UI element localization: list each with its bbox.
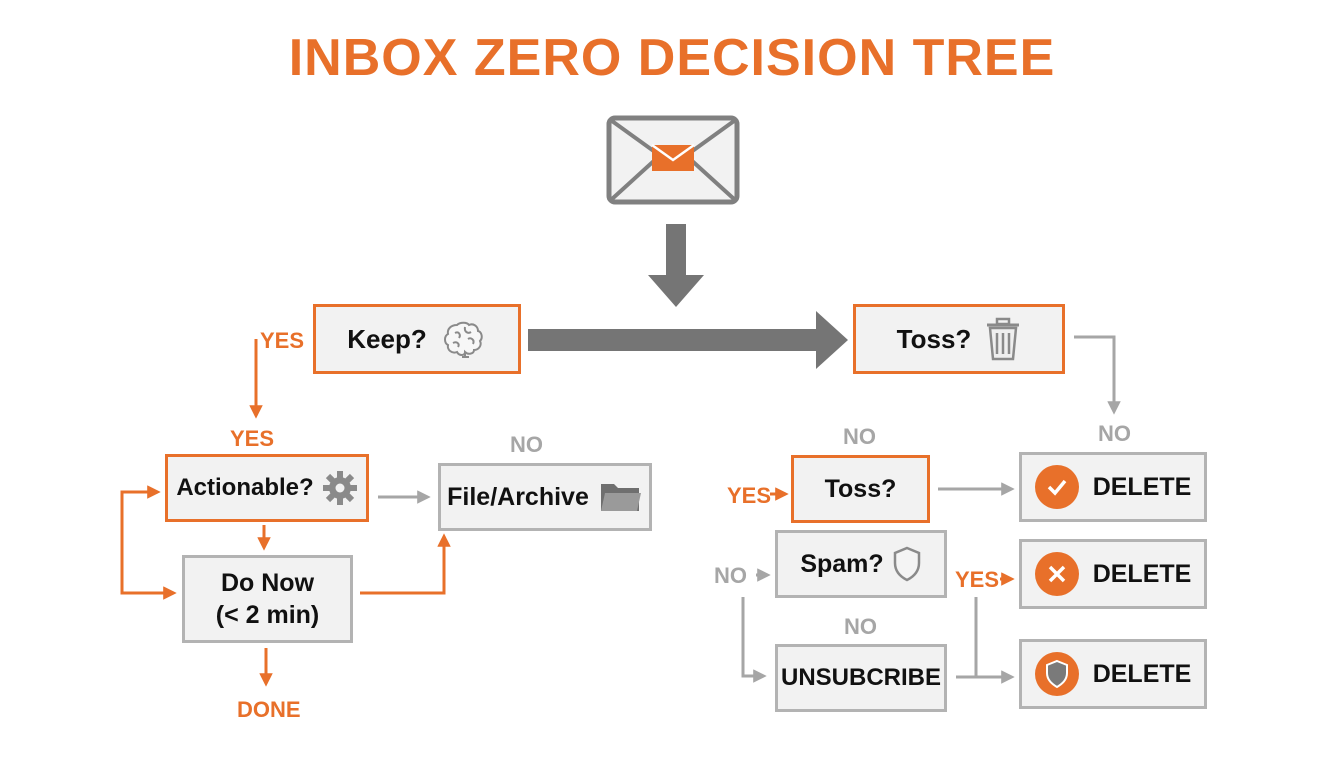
check-icon [1034,465,1079,509]
spam-no-left-label: NO [714,563,747,588]
do-now-node: Do Now (< 2 min) [182,555,353,643]
spam-node: Spam? [775,530,947,598]
toss-top-node: Toss? [853,304,1065,374]
envelope-icon [606,115,740,205]
actionable-yes-label: YES [230,426,275,451]
delete-node-2: DELETE [1019,539,1207,609]
file-archive-node-label: File/Archive [447,482,589,511]
x-icon [1034,552,1079,596]
toss-mid-node: Toss? [791,455,930,523]
main-right-arrow [528,311,848,369]
spam-node-label: Spam? [800,549,884,578]
keep-node-label: Keep? [347,323,427,354]
toss-top-node-label: Toss? [896,323,972,354]
do-now-line1: Do Now [220,569,315,597]
keep-yes-label: YES [260,328,305,353]
loop-arrow-up [120,485,166,595]
unsubscribe-node-label: UNSUBCRIBE [780,664,941,691]
delete-node-2-label: DELETE [1092,559,1192,588]
delete-node-1-label: DELETE [1092,472,1192,501]
gear-icon [322,470,358,506]
spam-yes-label: YES [955,567,1000,592]
trash-icon [985,317,1021,361]
done-label: DONE [237,697,301,722]
spam-no-to-unsub-arrow [741,597,767,683]
unsubscribe-node: UNSUBCRIBE [775,644,947,712]
delete-node-1: DELETE [1019,452,1207,522]
donow-to-file-arrow [360,533,451,595]
diagram-title: INBOX ZERO DECISION TREE [288,29,1056,87]
folder-icon [599,480,643,514]
actionable-node-label: Actionable? [176,474,314,501]
file-archive-node: File/Archive [438,463,652,531]
toss-mid-node-label: Toss? [824,474,897,503]
toss-top-no-arrow [1074,335,1121,415]
delete-node-3: DELETE [1019,639,1207,709]
shield-icon [1034,652,1079,696]
delete-node-3-label: DELETE [1092,659,1192,688]
toss-mid-no-label: NO [843,424,876,449]
keep-node: Keep? [313,304,521,374]
toss-mid-yes-label: YES [727,483,772,508]
unsub-no-label: NO [844,614,877,639]
actionable-node: Actionable? [165,454,369,522]
toss-top-no-label: NO [1098,421,1131,446]
do-now-line2: (< 2 min) [215,601,320,629]
shield-icon [892,546,922,582]
main-down-arrow [648,224,704,307]
brain-icon [441,319,487,359]
file-no-label: NO [510,432,543,457]
